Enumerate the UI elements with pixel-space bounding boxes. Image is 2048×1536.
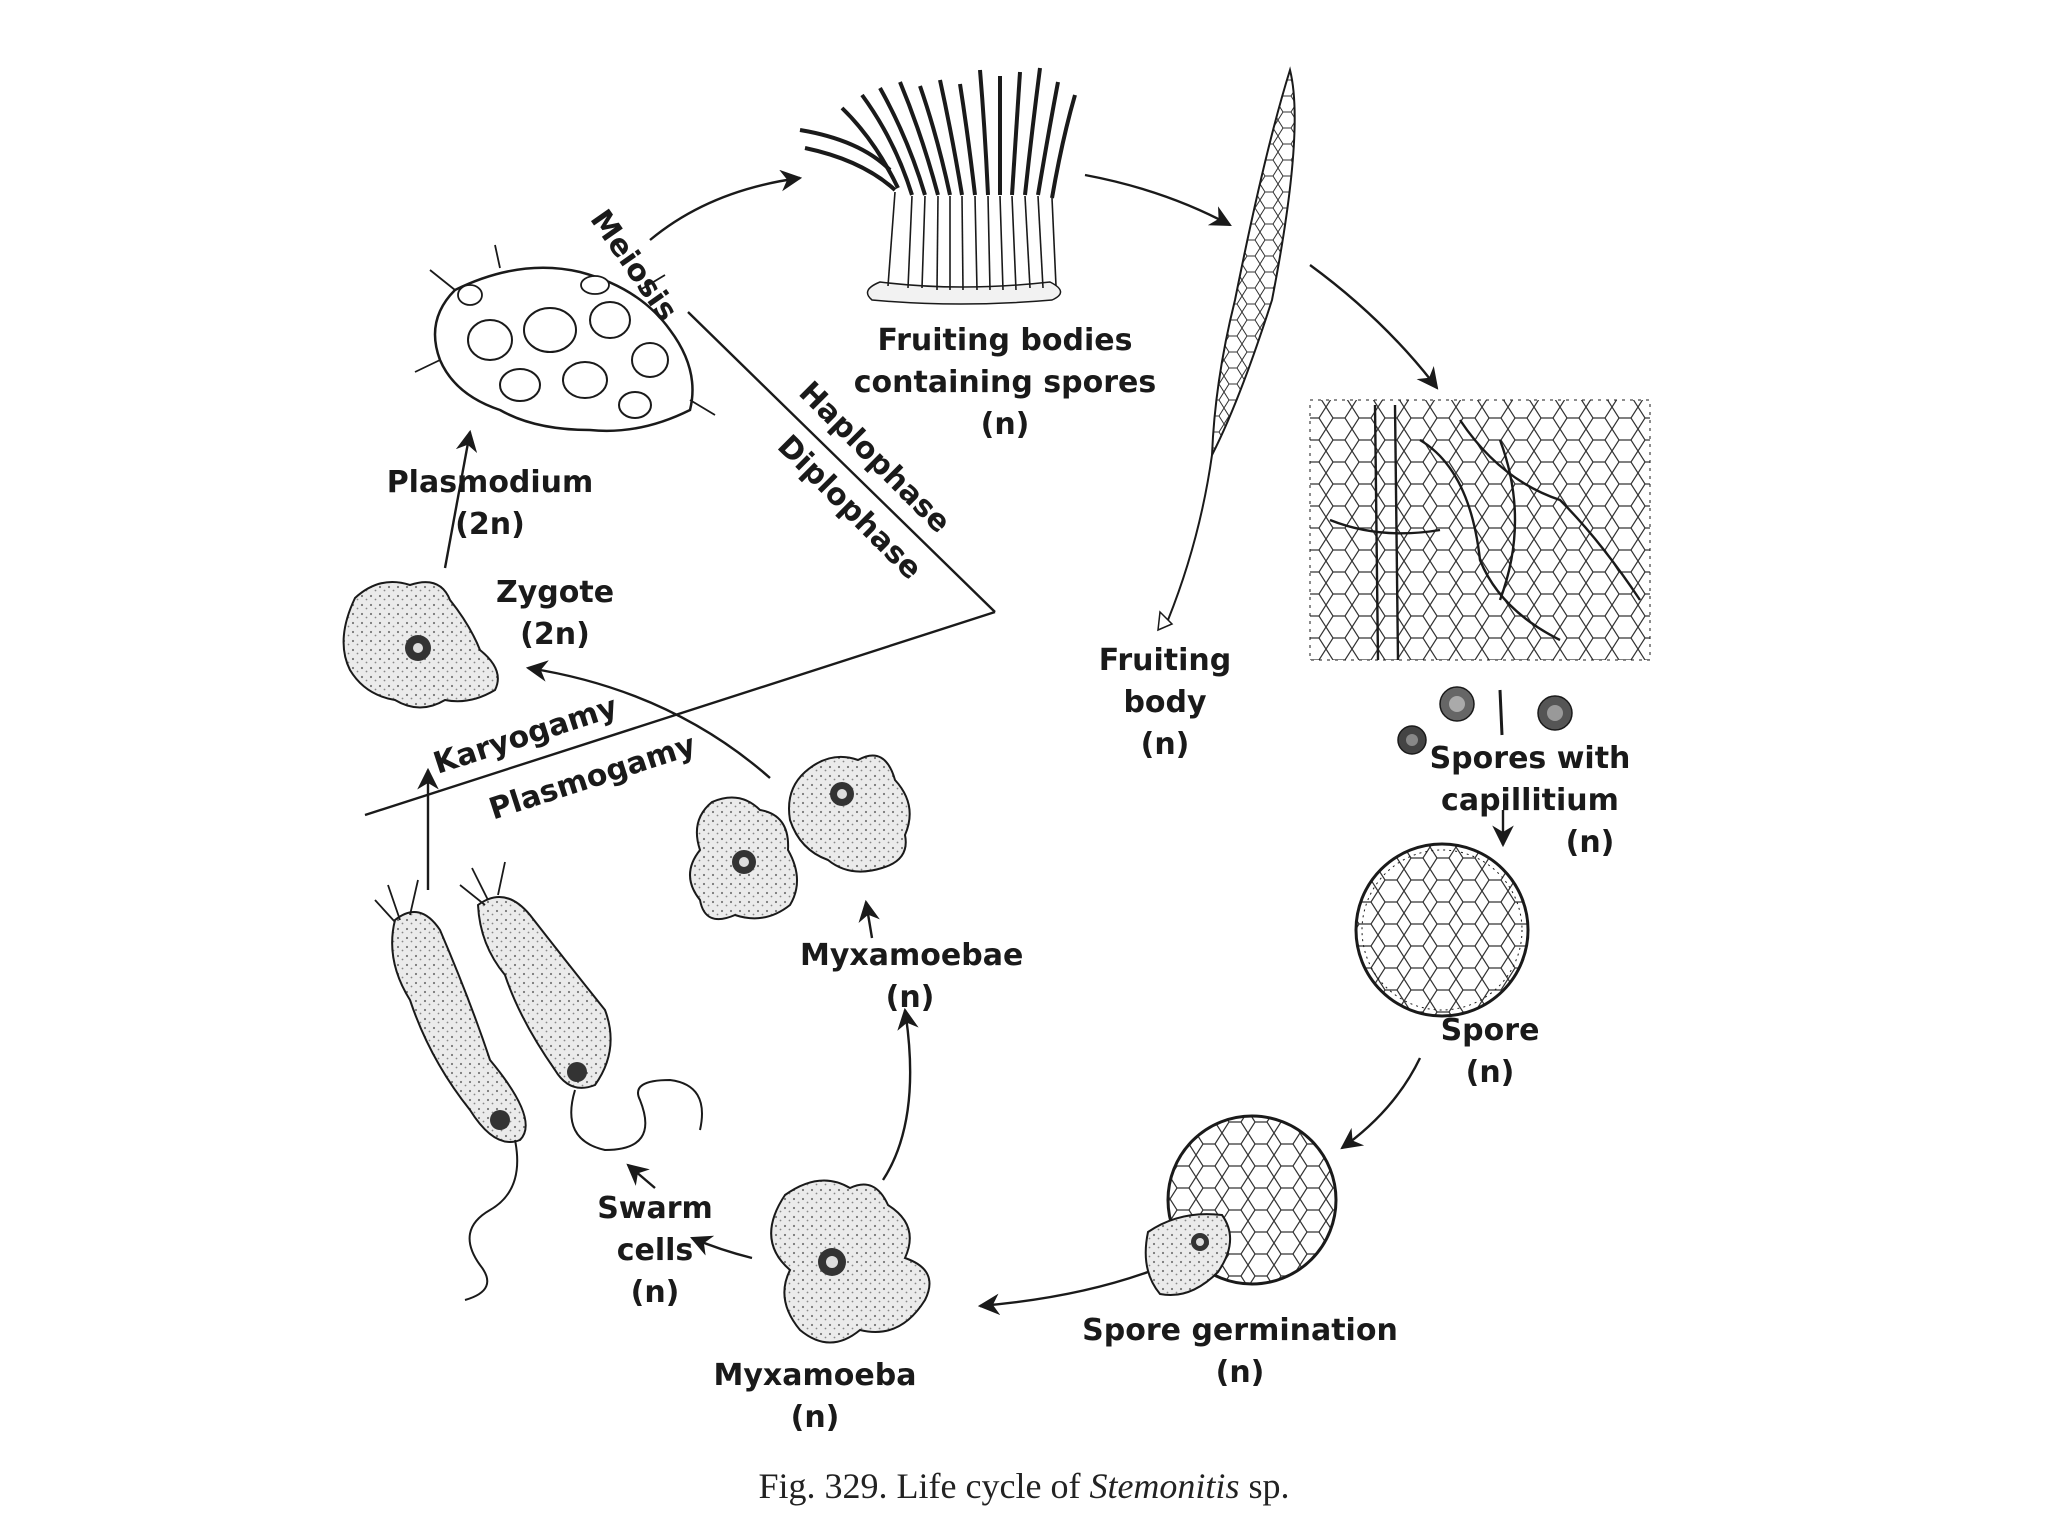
swarm-cells-drawing xyxy=(374,861,703,1301)
label-plasmodium-line1: Plasmodium xyxy=(386,465,594,500)
arrow-to-capillitium xyxy=(1309,264,1439,390)
fruiting-body-drawing xyxy=(1157,66,1296,632)
arrow-germination-to-myxamoeba xyxy=(977,1270,1149,1316)
label-fruiting-bodies: Fruiting bodies containing spores (n) xyxy=(830,320,1180,446)
myxamoebae-drawing xyxy=(689,754,911,920)
label-spore-germination-line2: (n) xyxy=(1215,1355,1265,1390)
label-spore-germination: Spore germination (n) xyxy=(1080,1310,1400,1394)
label-spore: Spore (n) xyxy=(1420,1010,1560,1094)
label-swarm-cells-line1: Swarm xyxy=(597,1191,713,1226)
caption-prefix: Fig. 329. Life cycle of xyxy=(758,1466,1090,1506)
haplophase-diplophase-line xyxy=(687,311,996,613)
arrow-meiosis xyxy=(649,169,803,241)
label-spore-line1: Spore xyxy=(1440,1013,1540,1048)
spore-drawing xyxy=(1354,842,1530,1018)
label-swarm-cells-line2: cells xyxy=(616,1233,694,1268)
label-spores-capillitium: Spores with capillitium (n) xyxy=(1410,738,1650,864)
label-fruiting-body-line3: (n) xyxy=(1140,727,1190,762)
arrow-spore-to-germination xyxy=(1340,1057,1422,1150)
label-myxamoeba-line1: Myxamoeba xyxy=(713,1358,917,1393)
cycle-arrows xyxy=(417,169,1514,1316)
caption-suffix: sp. xyxy=(1239,1466,1290,1506)
label-zygote: Zygote (2n) xyxy=(475,572,635,656)
arrow-pointer-myxamoebae xyxy=(858,899,880,939)
myxamoeba-drawing xyxy=(770,1179,931,1344)
zygote-drawing xyxy=(342,581,499,709)
label-myxamoebae-line1: Myxamoebae xyxy=(800,938,1024,973)
label-fruiting-body-line1: Fruiting xyxy=(1098,643,1232,678)
arrow-myxamoeba-to-myxamoebae xyxy=(881,1007,919,1181)
capillitium-drawing xyxy=(1309,399,1651,661)
loose-spores xyxy=(1397,686,1573,755)
fruiting-bodies-drawing xyxy=(799,67,1077,305)
label-myxamoebae: Myxamoebae (n) xyxy=(800,935,1024,1019)
caption-genus: Stemonitis xyxy=(1089,1466,1240,1506)
label-swarm-cells-line3: (n) xyxy=(630,1275,680,1310)
plasmogamy-line xyxy=(364,610,996,817)
phase-boundary xyxy=(364,311,996,817)
label-myxamoeba: Myxamoeba (n) xyxy=(705,1355,925,1439)
label-swarm-cells: Swarm cells (n) xyxy=(585,1188,725,1314)
label-myxamoeba-line2: (n) xyxy=(790,1400,840,1435)
arrow-to-fruiting-body xyxy=(1084,173,1232,227)
label-fruiting-body: Fruiting body (n) xyxy=(1075,640,1255,766)
label-zygote-line1: Zygote xyxy=(495,575,615,610)
arrow-zygote-to-plasmodium xyxy=(443,429,478,569)
label-spore-germination-line1: Spore germination xyxy=(1082,1313,1398,1348)
label-spores-capillitium-line2: capillitium xyxy=(1441,783,1619,818)
label-spores-capillitium-line1: Spores with xyxy=(1429,741,1631,776)
label-fruiting-body-line2: body xyxy=(1123,685,1207,720)
arrow-pointer-swarm xyxy=(626,1163,656,1189)
label-spores-capillitium-line3: (n) xyxy=(1565,825,1615,860)
label-fruiting-bodies-line2: containing spores xyxy=(853,365,1157,400)
label-zygote-line2: (2n) xyxy=(520,617,590,652)
label-plasmodium: Plasmodium (2n) xyxy=(385,462,595,546)
label-fruiting-bodies-line1: Fruiting bodies xyxy=(877,323,1133,358)
figure-caption: Fig. 329. Life cycle of Stemonitis sp. xyxy=(0,1465,2048,1507)
label-spore-line2: (n) xyxy=(1465,1055,1515,1090)
label-plasmodium-line2: (2n) xyxy=(455,507,525,542)
plasmodium-drawing xyxy=(414,244,716,433)
spore-germination-drawing xyxy=(1144,1114,1338,1296)
label-fruiting-bodies-line3: (n) xyxy=(980,407,1030,442)
arrow-myxamoeba-to-swarm xyxy=(690,1235,753,1260)
arrow-myxamoebae-to-zygote xyxy=(525,660,771,779)
label-myxamoebae-line2: (n) xyxy=(885,980,935,1015)
